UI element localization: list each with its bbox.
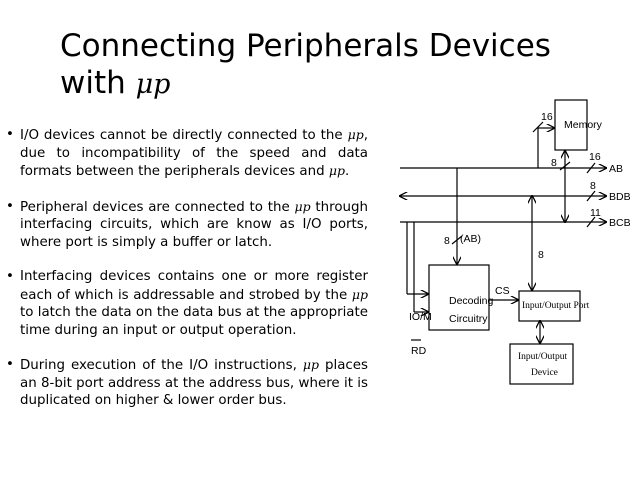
mu-symbol: μp <box>347 127 364 142</box>
rd-label: RD <box>411 345 427 357</box>
bullet-list: • I/O devices cannot be directly connect… <box>6 126 368 427</box>
control-bus-label: BCB <box>609 217 631 229</box>
bullet-marker: • <box>6 269 14 284</box>
width-label-11-bcb: 11 <box>590 207 601 219</box>
mu-symbol: μp <box>351 286 368 302</box>
ab-tap-label: (AB) <box>460 233 481 245</box>
bullet-text: Interfacing devices contains one or more… <box>20 269 368 303</box>
width-label-8-ab-tap: 8 <box>444 235 450 247</box>
bullet-text: I/O devices cannot be directly connected… <box>20 128 348 143</box>
io-device-label-line-2: Device <box>531 368 558 378</box>
bullet-text: Peripheral devices are connected to the <box>20 199 295 215</box>
slash-mark <box>586 190 596 202</box>
bullet-text: During execution of the I/O instructions… <box>20 358 303 373</box>
io-device-box <box>509 343 574 385</box>
slash-mark <box>532 121 544 133</box>
mu-symbol: μp <box>328 163 345 178</box>
bullet-text: , due to incompatibility of the speed an… <box>20 128 368 179</box>
data-bus-label: BDB <box>609 191 631 203</box>
bullet-text: to latch the data on the data bus at the… <box>20 305 368 338</box>
bullet-text: places an 8-bit port address at the addr… <box>20 358 368 408</box>
title-with-text: with <box>60 65 136 101</box>
bullet-marker: • <box>6 127 14 142</box>
bullet-item-1: • I/O devices cannot be directly connect… <box>6 126 368 181</box>
mu-symbol: μp <box>294 198 311 214</box>
title-mu-symbol: μp <box>135 69 171 100</box>
decoding-circuitry-box <box>428 264 490 331</box>
width-label-8-bdb: 8 <box>590 180 596 192</box>
title-line-1: Connecting Peripherals Devices <box>60 28 551 64</box>
width-label-16-ab: 16 <box>589 151 601 163</box>
slash-mark <box>559 161 571 171</box>
bullet-marker: • <box>6 357 14 372</box>
bullet-text: through interfacing circuits, which are … <box>20 199 368 250</box>
width-label-16-top: 16 <box>541 111 553 123</box>
title-line-2: with μp <box>60 65 600 103</box>
bullet-item-3: • Interfacing devices contains one or mo… <box>6 268 368 339</box>
width-label-8-data: 8 <box>538 249 544 261</box>
width-label-8-mem: 8 <box>551 157 557 169</box>
io-device-label-line-1: Input/Output <box>518 352 567 362</box>
bullet-text: . <box>344 164 350 179</box>
io-port-label: Input/Output Port <box>522 301 590 311</box>
slash-mark <box>586 162 596 174</box>
bullet-marker: • <box>6 198 14 214</box>
decoding-label-line-2: Circuitry <box>449 313 488 325</box>
io-port-box <box>518 290 581 322</box>
chip-select-label: CS <box>495 285 510 297</box>
slash-mark <box>451 235 463 245</box>
memory-label: Memory <box>564 119 603 131</box>
slide-title: Connecting Peripherals Devices with μp <box>60 28 600 103</box>
bullet-item-2: • Peripheral devices are connected to th… <box>6 198 368 252</box>
address-bus-label: AB <box>609 163 623 175</box>
io-m-label: IO/M <box>409 311 432 323</box>
mu-symbol: μp <box>302 357 319 372</box>
decoding-label-line-1: Decoding <box>449 295 494 307</box>
slash-mark <box>586 216 596 228</box>
bullet-item-4: • During execution of the I/O instructio… <box>6 356 368 410</box>
